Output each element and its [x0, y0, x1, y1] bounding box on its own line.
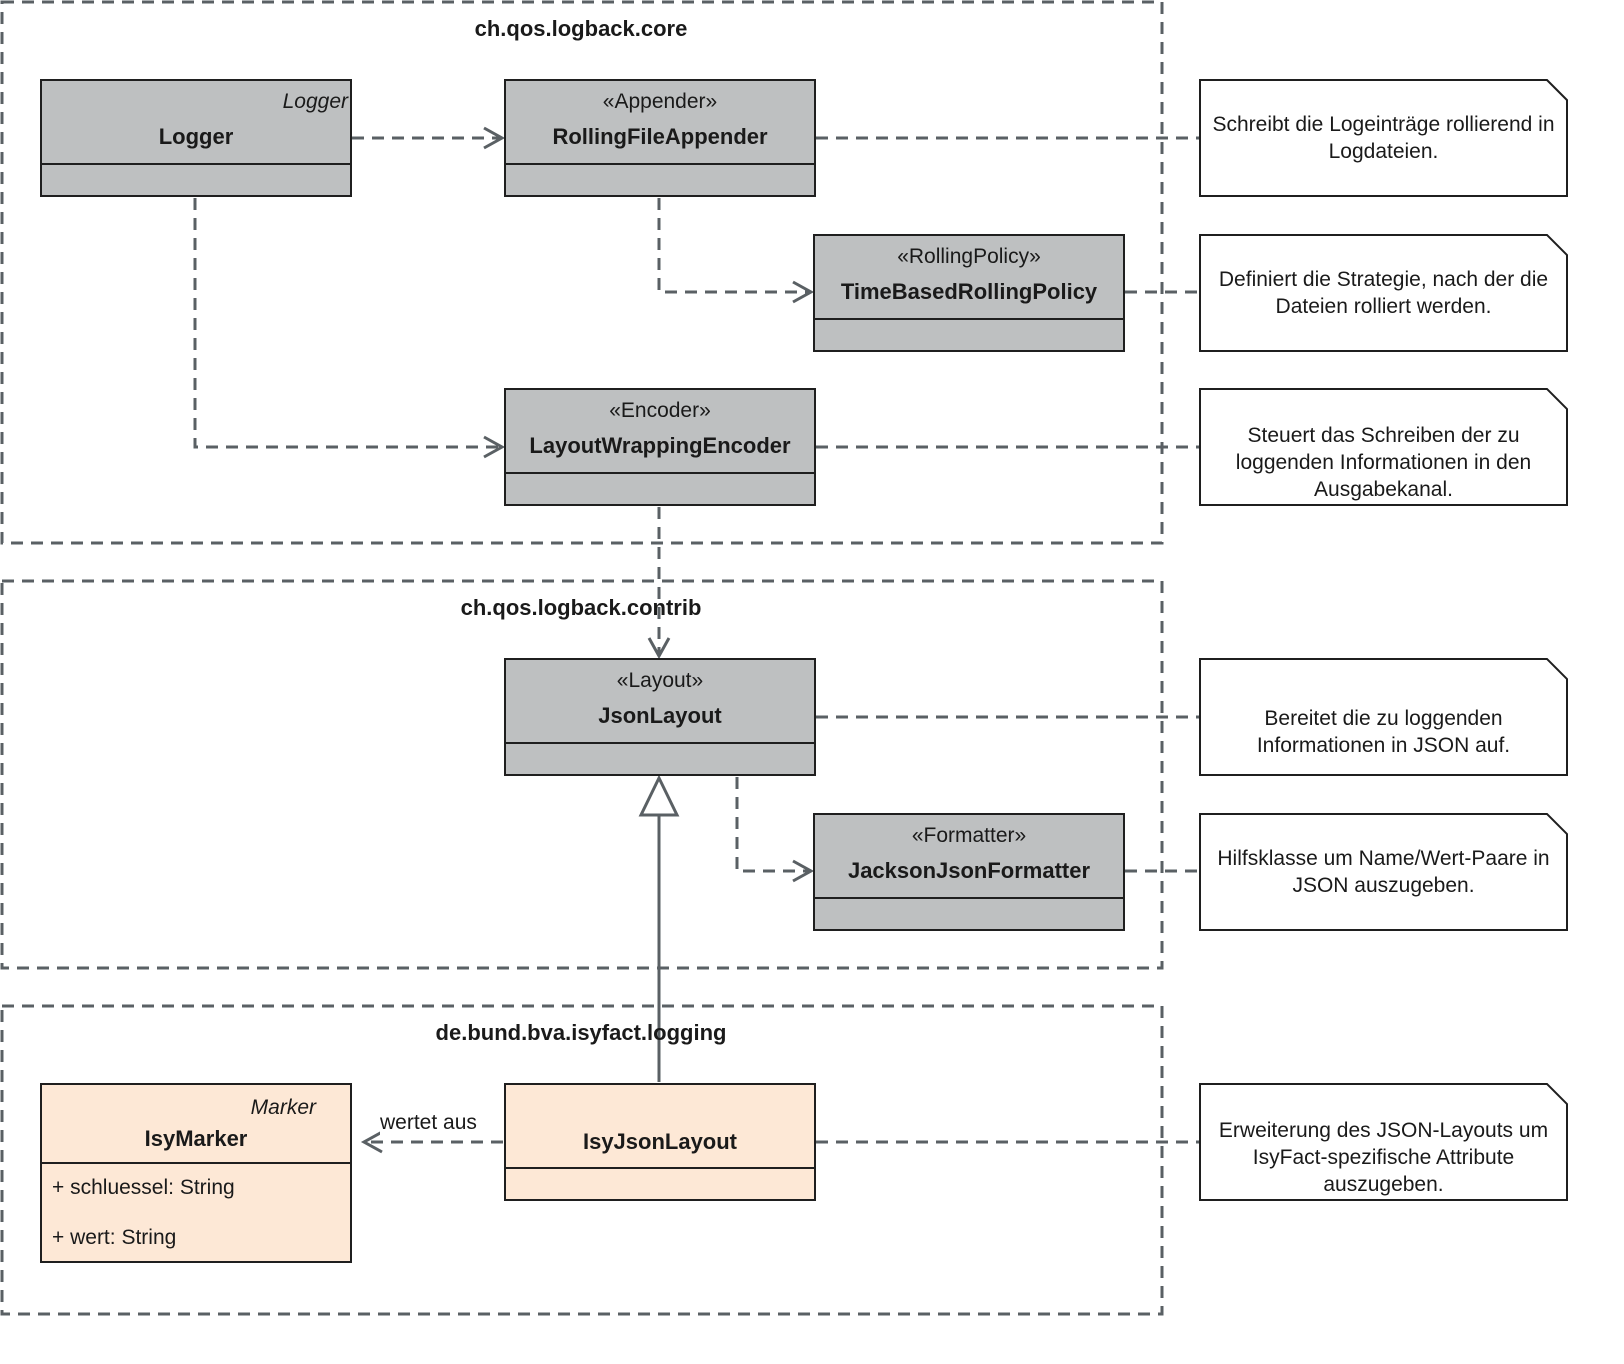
connectors-layer — [0, 0, 1199, 1316]
note-encoder-text: Steuert das Schreiben der zu loggenden I… — [1235, 423, 1532, 501]
class-json-layout-header: «Layout» JsonLayout — [506, 660, 814, 744]
note-encoder: Steuert das Schreiben der zu loggenden I… — [1199, 388, 1568, 506]
note-fold-icon — [1546, 79, 1568, 101]
class-time-based-rolling-policy-name: TimeBasedRollingPolicy — [840, 279, 1098, 304]
class-isy-json-layout: IsyJsonLayout — [504, 1083, 816, 1201]
class-isy-marker-attribute: + schluessel: String — [52, 1176, 235, 1199]
class-isy-marker-interface: Marker — [250, 1096, 316, 1119]
dependency-logger-encoder — [193, 198, 500, 449]
note-rolling-policy: Definiert die Strategie, nach der die Da… — [1199, 234, 1568, 352]
class-isy-marker-header: Marker IsyMarker — [42, 1085, 350, 1164]
class-jackson-json-formatter-header: «Formatter» JacksonJsonFormatter — [815, 815, 1123, 899]
package-title-core: ch.qos.logback.core — [474, 16, 688, 41]
note-appender-text: Schreibt die Logeinträge rollierend in L… — [1212, 113, 1555, 163]
note-isy-layout: Erweiterung des JSON-Layouts um IsyFact-… — [1199, 1083, 1568, 1201]
note-rolling-policy-text: Definiert die Strategie, nach der die Da… — [1218, 268, 1549, 318]
class-logger-interface: Logger — [282, 90, 348, 113]
class-time-based-rolling-policy-header: «RollingPolicy» TimeBasedRollingPolicy — [815, 236, 1123, 320]
edge-label-evaluates: wertet aus — [380, 1111, 477, 1135]
note-fold-icon — [1546, 813, 1568, 835]
package-frame-core — [0, 0, 1164, 545]
package-title-contrib: ch.qos.logback.contrib — [460, 595, 702, 620]
class-isy-json-layout-name: IsyJsonLayout — [582, 1129, 738, 1154]
arrowhead-layout — [647, 637, 671, 660]
note-appender: Schreibt die Logeinträge rollierend in L… — [1199, 79, 1568, 197]
class-rolling-file-appender: «Appender» RollingFileAppender — [504, 79, 816, 197]
generalization-triangle — [638, 774, 680, 817]
note-fold-icon — [1546, 234, 1568, 256]
package-title-isyfact: de.bund.bva.isyfact.logging — [435, 1020, 727, 1045]
note-layout: Bereitet die zu loggenden Informationen … — [1199, 658, 1568, 776]
note-formatter: Hilfsklasse um Name/Wert-Paare in JSON a… — [1199, 813, 1568, 931]
class-jackson-json-formatter-stereotype: «Formatter» — [911, 824, 1027, 847]
class-isy-json-layout-header: IsyJsonLayout — [506, 1085, 814, 1169]
class-json-layout: «Layout» JsonLayout — [504, 658, 816, 776]
class-rolling-file-appender-stereotype: «Appender» — [602, 90, 718, 113]
arrowhead-encoder — [483, 435, 506, 459]
class-time-based-rolling-policy-stereotype: «RollingPolicy» — [897, 245, 1041, 268]
uml-class-diagram: ch.qos.logback.core ch.qos.logback.contr… — [0, 0, 1568, 1317]
class-jackson-json-formatter-name: JacksonJsonFormatter — [847, 858, 1091, 883]
class-rolling-file-appender-header: «Appender» RollingFileAppender — [506, 81, 814, 165]
class-jackson-json-formatter: «Formatter» JacksonJsonFormatter — [813, 813, 1125, 931]
note-fold-icon — [1546, 388, 1568, 410]
dependency-appender-rolling-policy — [657, 198, 809, 294]
class-isy-marker-name: IsyMarker — [144, 1126, 248, 1151]
note-fold-icon — [1546, 658, 1568, 680]
arrowhead-formatter — [792, 859, 815, 883]
class-logger-header: Logger Logger — [42, 81, 350, 165]
class-layout-wrapping-encoder-stereotype: «Encoder» — [609, 399, 711, 422]
package-frame-contrib — [0, 579, 1164, 970]
note-layout-text: Bereitet die zu loggenden Informationen … — [1256, 707, 1511, 757]
class-layout-wrapping-encoder-header: «Encoder» LayoutWrappingEncoder — [506, 390, 814, 474]
class-isy-marker: Marker IsyMarker + schluessel: String + … — [40, 1083, 352, 1263]
arrowhead-rolling-policy — [792, 280, 815, 304]
class-json-layout-stereotype: «Layout» — [616, 669, 704, 692]
arrowhead-appender — [483, 126, 506, 150]
class-time-based-rolling-policy: «RollingPolicy» TimeBasedRollingPolicy — [813, 234, 1125, 352]
class-logger-name: Logger — [158, 124, 234, 149]
note-isy-layout-text: Erweiterung des JSON-Layouts um IsyFact-… — [1218, 1118, 1549, 1196]
class-layout-wrapping-encoder: «Encoder» LayoutWrappingEncoder — [504, 388, 816, 506]
class-json-layout-name: JsonLayout — [598, 703, 722, 728]
class-rolling-file-appender-name: RollingFileAppender — [552, 124, 768, 149]
package-frame-isyfact — [0, 1004, 1164, 1316]
arrowhead-marker — [360, 1130, 383, 1154]
note-formatter-text: Hilfsklasse um Name/Wert-Paare in JSON a… — [1217, 847, 1550, 897]
class-logger: Logger Logger — [40, 79, 352, 197]
note-fold-icon — [1546, 1083, 1568, 1105]
class-isy-marker-attribute: + wert: String — [52, 1226, 177, 1249]
class-layout-wrapping-encoder-name: LayoutWrappingEncoder — [529, 433, 791, 458]
dependency-layout-formatter — [735, 777, 809, 873]
